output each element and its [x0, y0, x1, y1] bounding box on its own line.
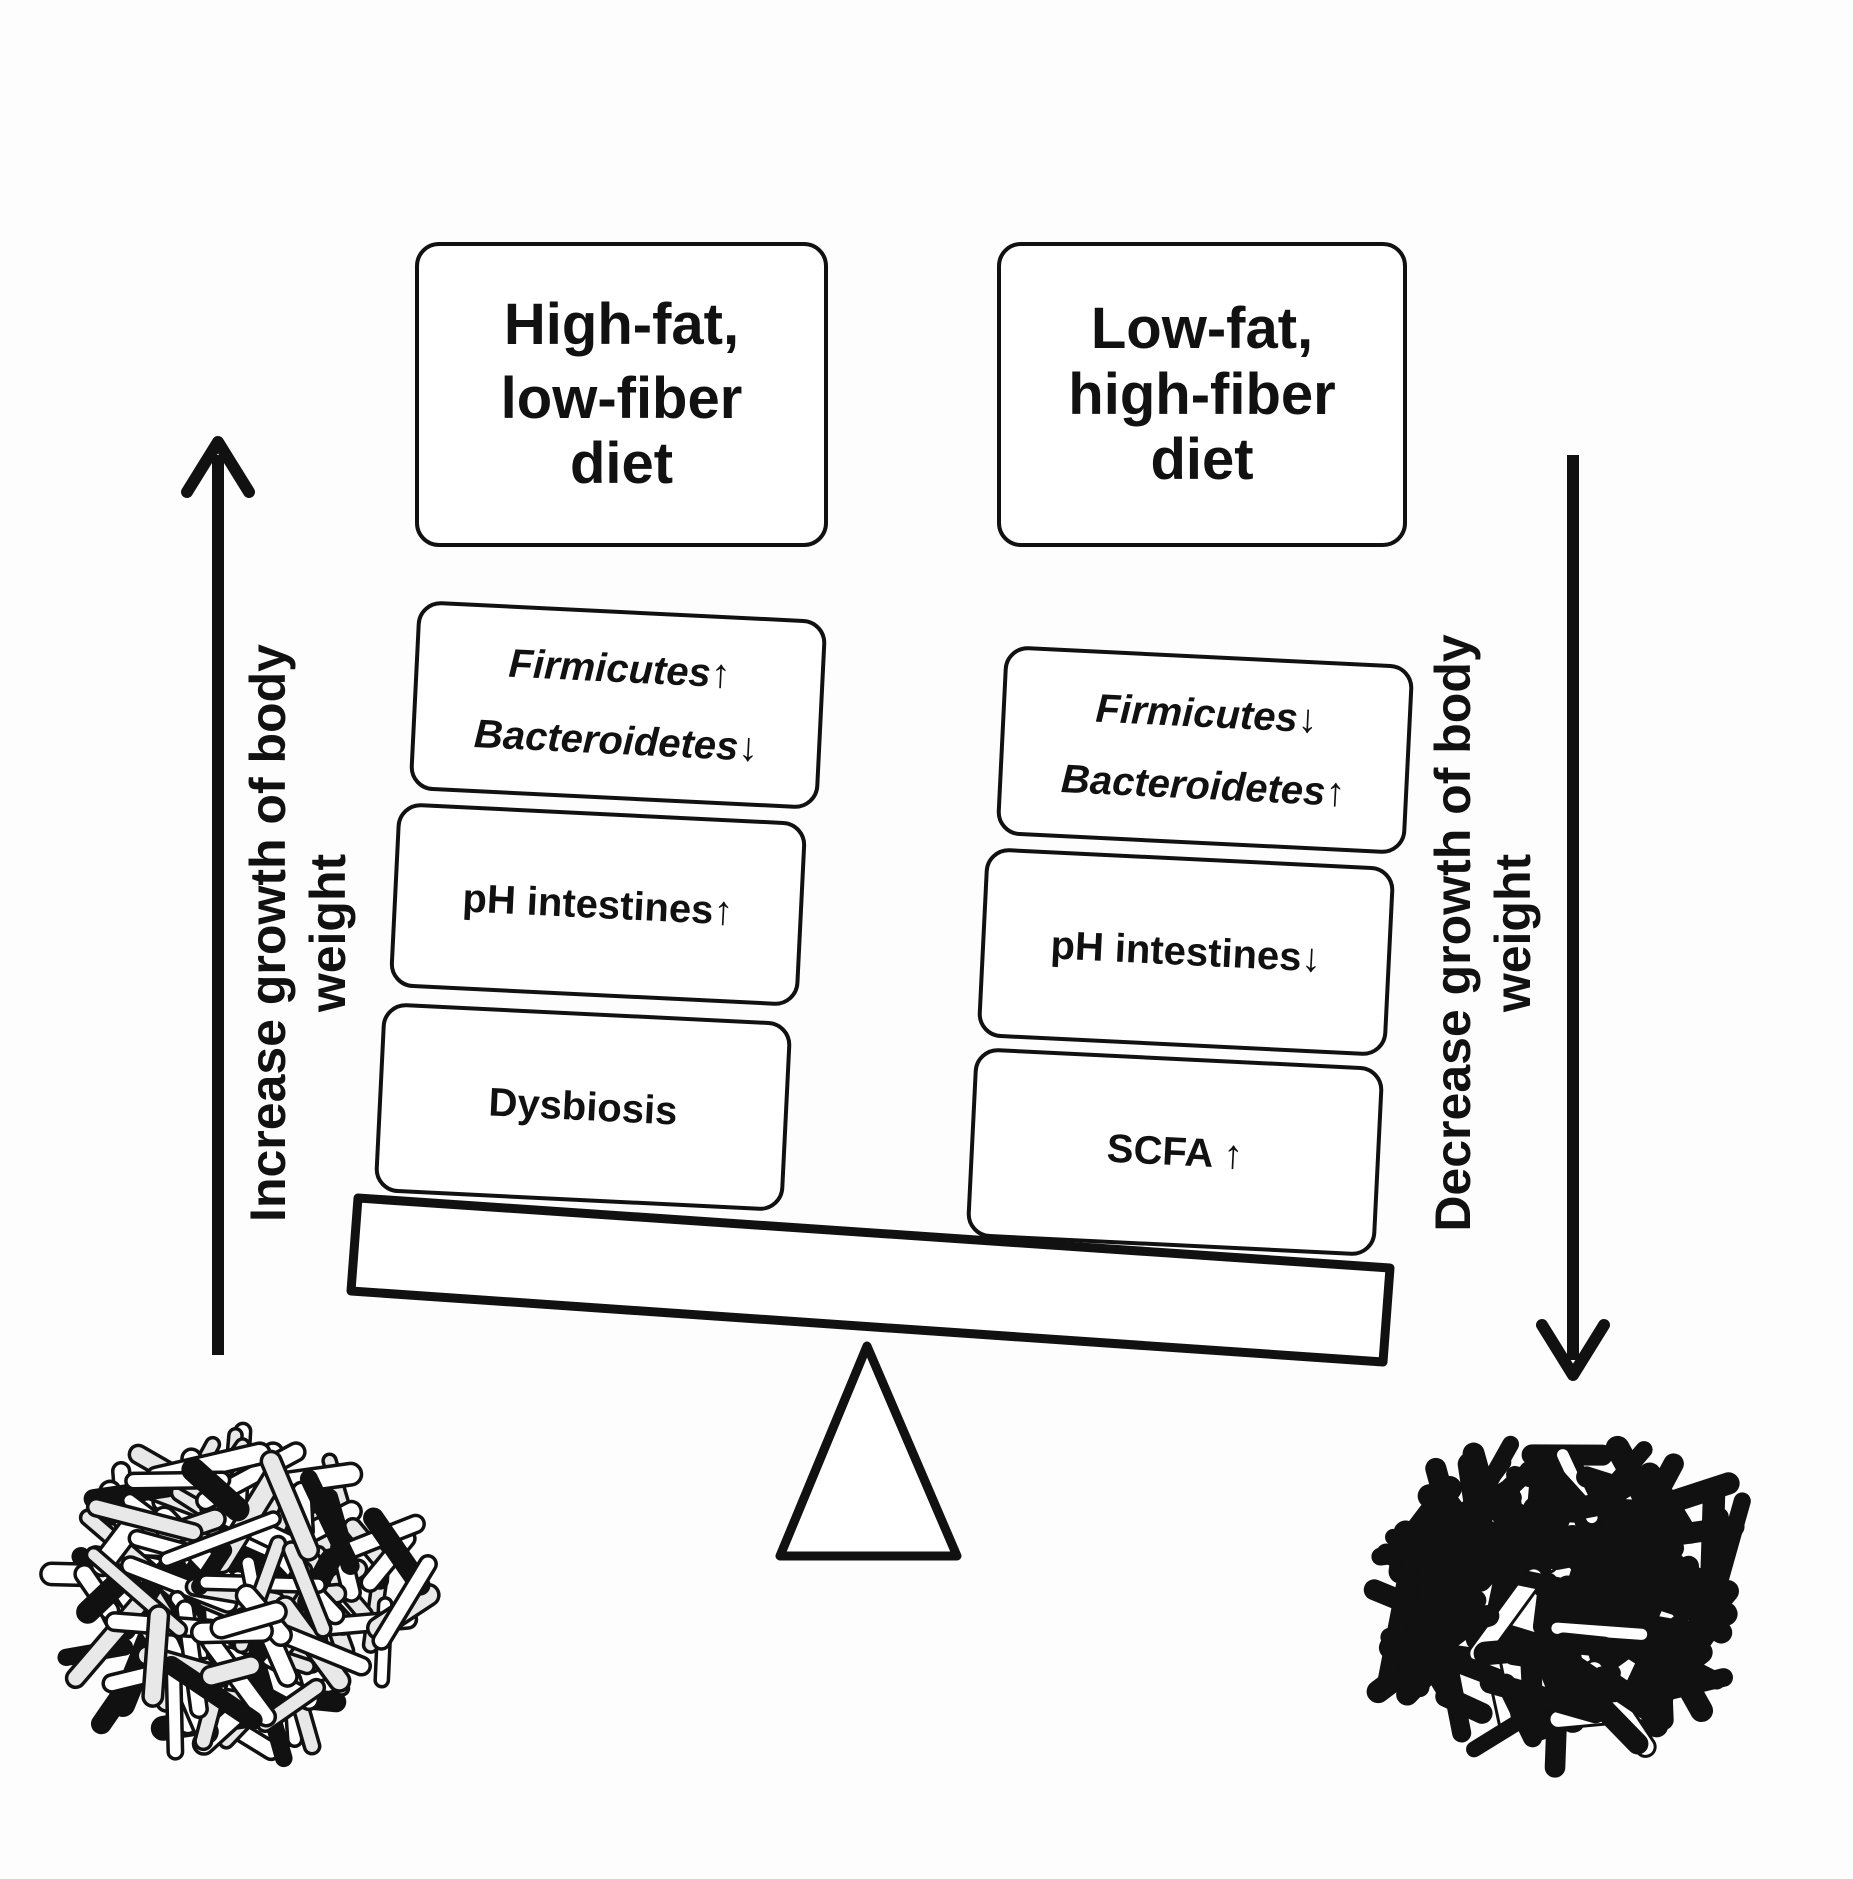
bacterium-rod: [1534, 1635, 1625, 1703]
right-firmicutes-label: Firmicutes↓: [1094, 686, 1319, 742]
bacterium-rod: [299, 1469, 360, 1575]
bacterium-rod: [1706, 1507, 1729, 1599]
high-fat-diet-line-1: High-fat,: [503, 292, 740, 358]
right-bacteria-box: Firmicutes↓ Bacteroidetes↑: [995, 645, 1415, 855]
bacterium-rod: [1457, 1452, 1494, 1556]
left-bacteria-box: Firmicutes↑ Bacteroidetes↓: [408, 600, 828, 810]
high-fat-diet-line-3: diet: [569, 431, 674, 497]
arrow-up-icon: [181, 436, 255, 1355]
high-fat-diet-line-2: low-fiber: [500, 365, 743, 431]
scfa-label: SCFA ↑: [1105, 1126, 1245, 1178]
bacterium-rod: [1553, 1632, 1614, 1658]
left-bacteroidetes-label: Bacteroidetes↓: [473, 712, 760, 770]
bacterium-rod: [1380, 1627, 1506, 1688]
bacterium-rod: [1435, 1686, 1493, 1724]
right-bacteroidetes-label: Bacteroidetes↑: [1060, 757, 1347, 815]
bacterium-rod: [371, 1554, 438, 1651]
bacterium-rod: [1517, 1539, 1641, 1568]
bacterium-rod: [1650, 1633, 1683, 1724]
dysbiosis-box: Dysbiosis: [373, 1002, 793, 1212]
bacterium-rod: [158, 1510, 282, 1569]
increase-weight-label: Increase growth of body weight: [240, 644, 356, 1222]
bacterium-rod: [181, 1457, 250, 1522]
dark-bacteria-cluster-icon: [1363, 1435, 1751, 1778]
bacterium-rod: [281, 1540, 333, 1639]
bacterium-rod: [85, 1496, 204, 1543]
triangle-fulcrum-icon: [775, 1341, 962, 1561]
scfa-box: SCFA ↑: [965, 1047, 1385, 1257]
left-firmicutes-label: Firmicutes↑: [507, 641, 732, 697]
low-fat-diet-box: Low-fat, high-fiber diet: [997, 242, 1407, 547]
right-ph-box: pH intestines↓: [976, 847, 1396, 1057]
right-ph-label: pH intestines↓: [1049, 923, 1323, 981]
light-bacteria-cluster-icon: [39, 1421, 441, 1768]
left-ph-box: pH intestines↑: [388, 802, 808, 1007]
seesaw-plank: [346, 1193, 1395, 1367]
arrow-down-icon: [1536, 455, 1610, 1381]
low-fat-diet-line-2: high-fiber: [1068, 361, 1336, 427]
bacterium-rod: [1399, 1550, 1417, 1609]
high-fat-diet-box: High-fat, low-fiber diet: [415, 242, 828, 547]
bacterium-rod: [141, 1604, 171, 1708]
bacterium-rod: [259, 1449, 321, 1562]
low-fat-diet-line-1: Low-fat,: [1090, 296, 1314, 362]
bacterium-rod: [199, 1654, 263, 1688]
low-fat-diet-line-3: diet: [1150, 427, 1254, 493]
decrease-weight-label: Decrease growth of body weight: [1425, 634, 1541, 1232]
bacterium-rod: [1540, 1460, 1591, 1515]
dysbiosis-label: Dysbiosis: [487, 1080, 679, 1134]
left-ph-label: pH intestines↑: [461, 875, 735, 934]
bacterium-rod: [209, 1600, 288, 1640]
